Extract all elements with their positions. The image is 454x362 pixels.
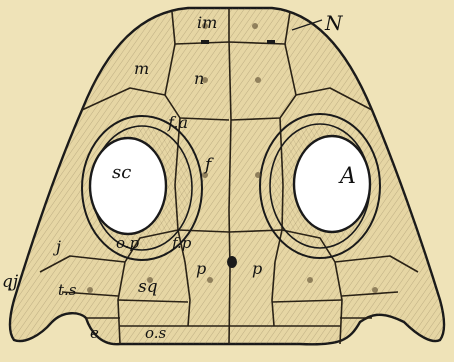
right-orbit: [260, 114, 380, 258]
label-os: o.s: [145, 324, 167, 342]
label-sc: sc: [112, 162, 131, 183]
label-e: e: [90, 324, 99, 342]
label-fp: f.p: [171, 234, 192, 252]
label-p-right: p: [252, 259, 262, 278]
label-n: n: [194, 69, 204, 88]
label-p: p: [196, 259, 206, 278]
label-A: A: [338, 164, 356, 189]
label-qj: qj: [2, 272, 19, 292]
pineal-foramen: [227, 256, 237, 268]
label-m: m: [134, 59, 149, 78]
label-sq: sq: [138, 277, 158, 297]
label-op: o.p: [116, 234, 140, 252]
label-im: im: [197, 13, 217, 32]
label-fa: f.a: [167, 113, 188, 132]
label-N: N: [324, 11, 344, 35]
label-ts: t.s: [58, 281, 77, 299]
